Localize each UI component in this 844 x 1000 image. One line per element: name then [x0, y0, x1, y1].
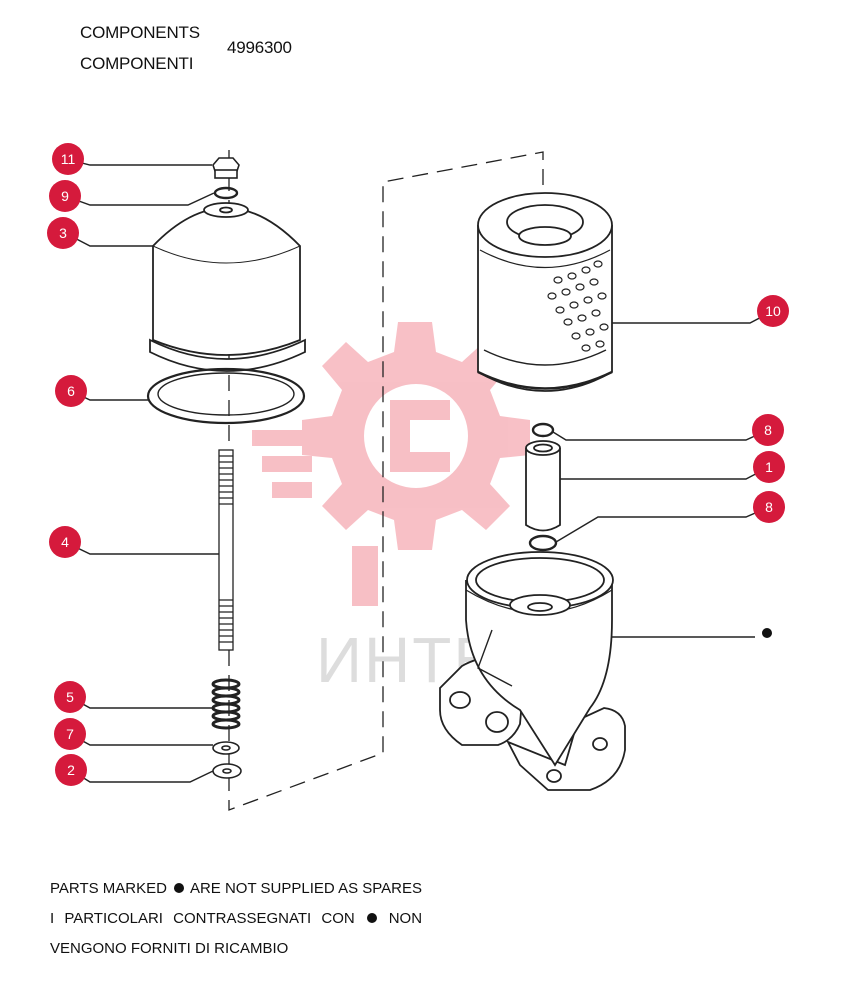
part-8-upper-washer — [531, 422, 555, 438]
note-line-3: VENGONO FORNITI DI RICAMBIO — [50, 940, 289, 957]
dashed-assembly-line — [228, 150, 544, 811]
part-9-washer — [213, 186, 239, 200]
part-7-washer — [212, 741, 240, 755]
callout-9: 9 — [49, 180, 81, 212]
note-line-2-start: I PARTICOLARI CONTRASSEGNATI CON — [50, 910, 355, 927]
header-title-it: COMPONENTI — [80, 54, 194, 73]
part-8-lower-washer — [528, 534, 558, 552]
part-4-stud — [218, 449, 234, 651]
bullet-marker-icon — [173, 883, 184, 893]
callout-6: 6 — [55, 375, 87, 407]
callout-1: 1 — [753, 451, 785, 483]
note-line-1-start: PARTS MARKED — [50, 880, 167, 897]
part-11-nut — [212, 157, 240, 179]
callout-label-8-lower: 8 — [765, 499, 773, 515]
note-line-1: PARTS MARKED ARE NOT SUPPLIED AS SPARES — [50, 879, 422, 899]
callout-5: 5 — [54, 681, 86, 713]
part-3-bowl — [149, 202, 306, 372]
bullet-marker-icon — [366, 913, 377, 923]
callout-10: 10 — [757, 295, 789, 327]
callout-label-7: 7 — [66, 726, 74, 742]
part-6-gasket — [146, 367, 306, 425]
callout-label-11: 11 — [61, 151, 76, 167]
filter-housing — [439, 551, 626, 791]
callout-4: 4 — [49, 526, 81, 558]
callout-7: 7 — [54, 718, 86, 750]
part-code: 4996300 — [227, 38, 292, 57]
part-1-tube — [525, 440, 561, 532]
callout-2: 2 — [55, 754, 87, 786]
callout-label-2: 2 — [67, 762, 75, 778]
callout-label-3: 3 — [59, 225, 67, 241]
watermark-logo — [252, 322, 530, 606]
callout-label-1: 1 — [765, 459, 773, 475]
callout-label-6: 6 — [67, 383, 75, 399]
callout-label-5: 5 — [66, 689, 74, 705]
header-title-en: COMPONENTS — [80, 23, 200, 42]
callout-8-upper: 8 — [752, 414, 784, 446]
callout-3: 3 — [47, 217, 79, 249]
part-10-filter-element — [477, 192, 613, 392]
part-5-spring — [211, 678, 241, 730]
callout-label-4: 4 — [61, 534, 69, 550]
callout-label-8-upper: 8 — [764, 422, 772, 438]
callout-label-9: 9 — [61, 188, 69, 204]
callout-label-10: 10 — [765, 303, 781, 319]
not-supplied-marker-dot — [762, 628, 772, 638]
callout-8-lower: 8 — [753, 491, 785, 523]
note-line-2-end: NON — [388, 910, 423, 927]
note-line-1-end: ARE NOT SUPPLIED AS SPARES — [189, 880, 422, 897]
part-2-washer — [212, 763, 242, 779]
note-line-2: I PARTICOLARI CONTRASSEGNATI CON NON — [50, 909, 422, 929]
callout-11: 11 — [52, 143, 84, 175]
